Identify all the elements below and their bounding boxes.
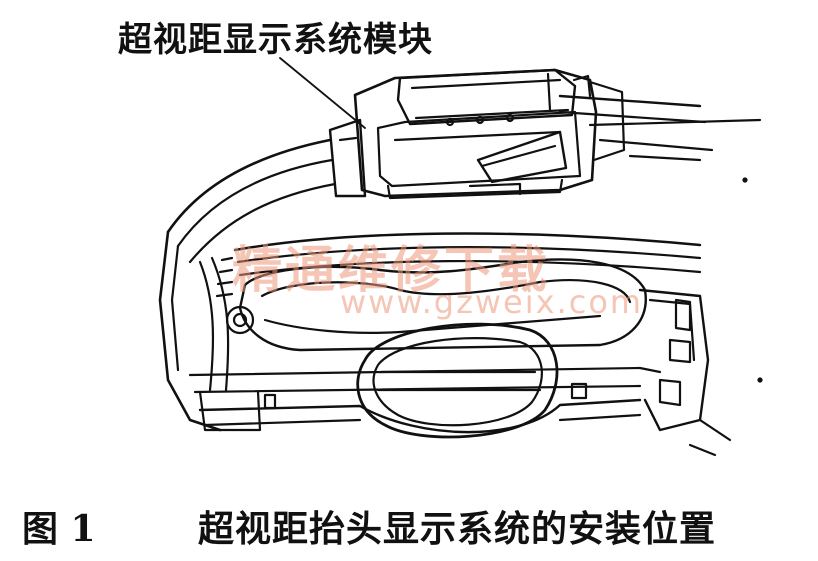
callout-label-hud-module: 超视距显示系统模块 (118, 20, 433, 60)
figure-caption: 图 1 超视距抬头显示系统的安装位置 (0, 500, 818, 550)
callout-leader-line (279, 57, 366, 129)
dashboard-line-drawing (158, 57, 763, 457)
caption-title: 超视距抬头显示系统的安装位置 (198, 508, 717, 550)
caption-figure-number: 图 1 (22, 508, 96, 550)
